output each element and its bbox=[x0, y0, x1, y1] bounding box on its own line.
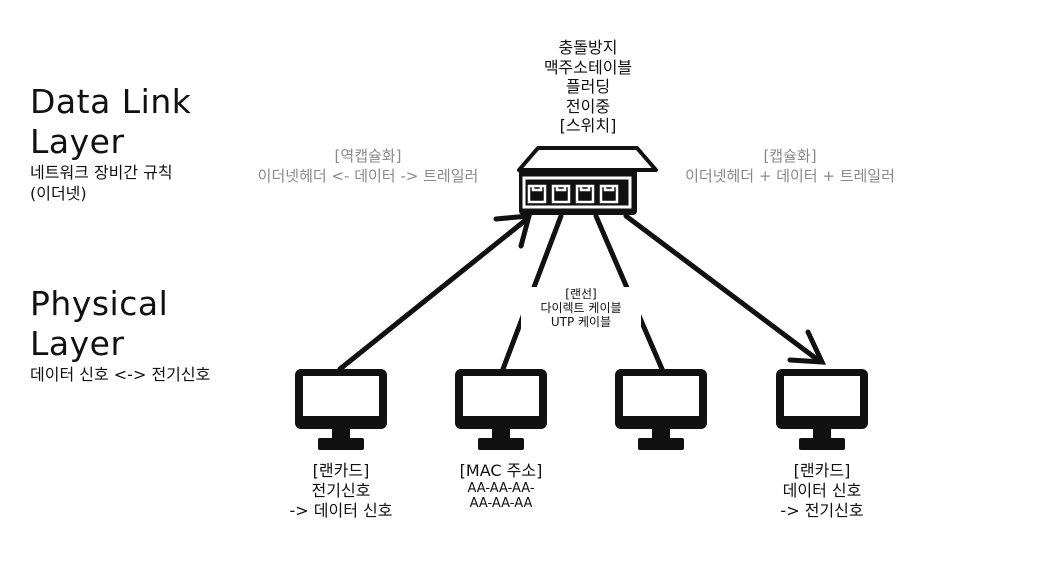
decapsulation-text: 이더넷헤더 <- 데이터 -> 트레일러 bbox=[257, 167, 479, 185]
arrow-head-down bbox=[787, 329, 827, 365]
switch-label: [스위치] bbox=[559, 116, 617, 135]
physical-layer-block: Physical Layer 데이터 신호 <-> 전기신호 bbox=[30, 284, 270, 385]
switch-feature: 플러딩 bbox=[565, 77, 611, 96]
arrow-head-up bbox=[493, 213, 533, 249]
pc2-mac-line: AA-AA-AA- bbox=[467, 481, 535, 496]
decapsulation-note: [역캡슐화] 이더넷헤더 <- 데이터 -> 트레일러 bbox=[228, 146, 508, 186]
pc4-label: [랜카드] 데이터 신호 -> 전기신호 bbox=[732, 461, 912, 521]
pc1-label: [랜카드] 전기신호 -> 데이터 신호 bbox=[251, 461, 431, 521]
encapsulation-title: [캡슐화] bbox=[763, 147, 817, 165]
datalink-layer-block: Data Link Layer 네트워크 장비간 규칙 (이더넷) bbox=[30, 82, 260, 204]
pc2-mac-line: AA-AA-AA bbox=[469, 496, 533, 511]
cable-label: [랜선] 다이렉트 케이블 UTP 케이블 bbox=[521, 287, 641, 329]
pc2-label: [MAC 주소] AA-AA-AA- AA-AA-AA bbox=[421, 461, 581, 511]
pc4-label-line: -> 전기신호 bbox=[780, 501, 864, 520]
switch-feature-list: 충돌방지 맥주소테이블 플러딩 전이중 [스위치] bbox=[488, 38, 688, 136]
datalink-title-line1: Data Link bbox=[30, 82, 192, 121]
pc1-label-line: -> 데이터 신호 bbox=[289, 501, 393, 520]
pc4-label-line: 데이터 신호 bbox=[782, 481, 862, 500]
physical-title-line2: Layer bbox=[30, 324, 125, 363]
monitor-icon bbox=[615, 369, 707, 450]
monitor-icon bbox=[776, 369, 868, 450]
datalink-subtitle-line1: 네트워크 장비간 규칙 bbox=[30, 163, 173, 182]
encapsulation-note: [캡슐화] 이더넷헤더 + 데이터 + 트레일러 bbox=[660, 146, 920, 186]
cable-label-line: UTP 케이블 bbox=[550, 315, 612, 329]
encapsulation-text: 이더넷헤더 + 데이터 + 트레일러 bbox=[685, 167, 895, 185]
pc2-label-line: [MAC 주소] bbox=[459, 461, 543, 480]
datalink-title-line2: Layer bbox=[30, 122, 125, 161]
physical-title-line1: Physical bbox=[30, 284, 169, 323]
datalink-subtitle-line2: (이더넷) bbox=[30, 184, 87, 203]
decapsulation-title: [역캡슐화] bbox=[334, 147, 402, 165]
switch-feature: 충돌방지 bbox=[558, 38, 618, 57]
monitor-icon bbox=[295, 369, 387, 450]
pc4-label-line: [랜카드] bbox=[793, 461, 851, 480]
physical-subtitle: 데이터 신호 <-> 전기신호 bbox=[30, 365, 211, 384]
pc1-label-line: 전기신호 bbox=[311, 481, 371, 500]
cable-label-line: 다이렉트 케이블 bbox=[540, 301, 622, 315]
cable-label-line: [랜선] bbox=[565, 287, 597, 301]
link-pc4-switch bbox=[623, 213, 821, 363]
monitor-icon bbox=[455, 369, 547, 450]
switch-feature: 전이중 bbox=[565, 96, 611, 116]
link-pc1-switch bbox=[337, 216, 530, 372]
switch-icon bbox=[517, 146, 658, 215]
pc1-label-line: [랜카드] bbox=[312, 461, 370, 480]
switch-feature: 맥주소테이블 bbox=[543, 57, 633, 77]
